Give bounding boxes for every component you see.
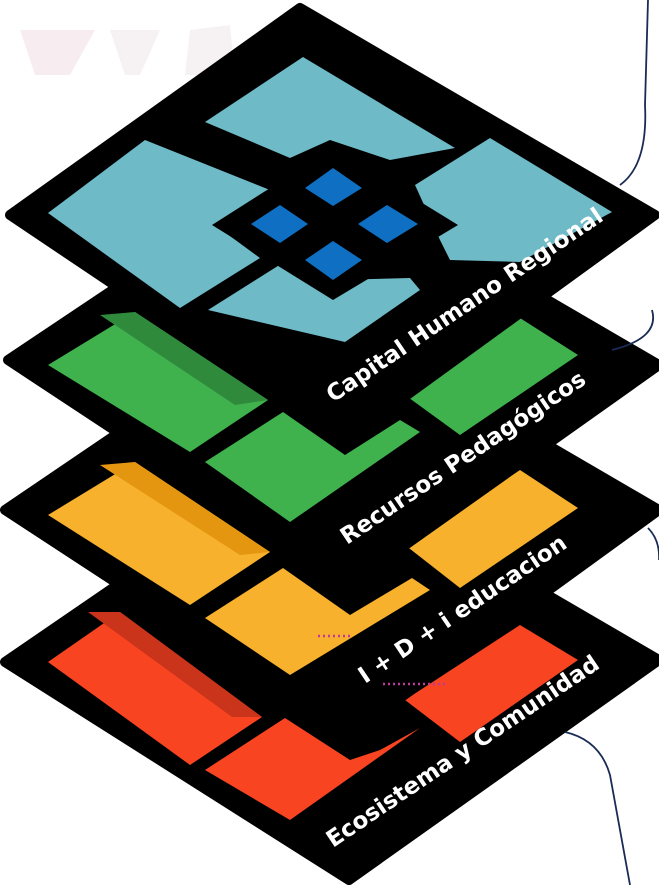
layer-ecosistema-shade — [88, 612, 262, 717]
connector-idi — [647, 527, 659, 560]
capital-diamond-bottom — [305, 241, 362, 280]
layer-capital-tile-right — [415, 138, 612, 262]
layer-idi-tile-right — [405, 470, 578, 588]
connector-lines — [564, 0, 659, 885]
capital-diamond-right — [358, 205, 418, 243]
watermark-shape-mid — [110, 30, 160, 75]
layer-recursos-shade — [100, 312, 268, 405]
background-watermark — [20, 25, 235, 75]
layer-idi-tile-left — [48, 462, 270, 605]
layer-capital-tile-left — [48, 140, 270, 308]
capital-diamond-top — [305, 168, 362, 206]
layer-ecosistema-tile-right — [405, 625, 578, 742]
layer-capital-tile-bottom — [208, 252, 420, 342]
layer-recursos-tile-bottom — [205, 412, 420, 522]
connector-recursos — [611, 309, 654, 351]
layer-ecosistema-tile-bottom — [205, 718, 420, 820]
layer-capital-tile-top — [205, 57, 455, 160]
layer-idi-shade — [100, 462, 270, 555]
watermark-shape-left — [20, 30, 95, 75]
capital-diamond-left — [251, 205, 308, 243]
dotted-guides — [318, 634, 445, 686]
connector-ecosistema — [564, 731, 631, 885]
layer-recursos-tile-left — [48, 312, 268, 452]
layer-recursos-tile-right — [405, 318, 578, 435]
layer-idi-tile-bottom — [205, 568, 430, 675]
layer-ecosistema-tile-left — [48, 612, 262, 765]
connector-capital — [619, 0, 649, 186]
layer-capital — [5, 3, 659, 445]
capital-center-hub — [212, 148, 458, 300]
